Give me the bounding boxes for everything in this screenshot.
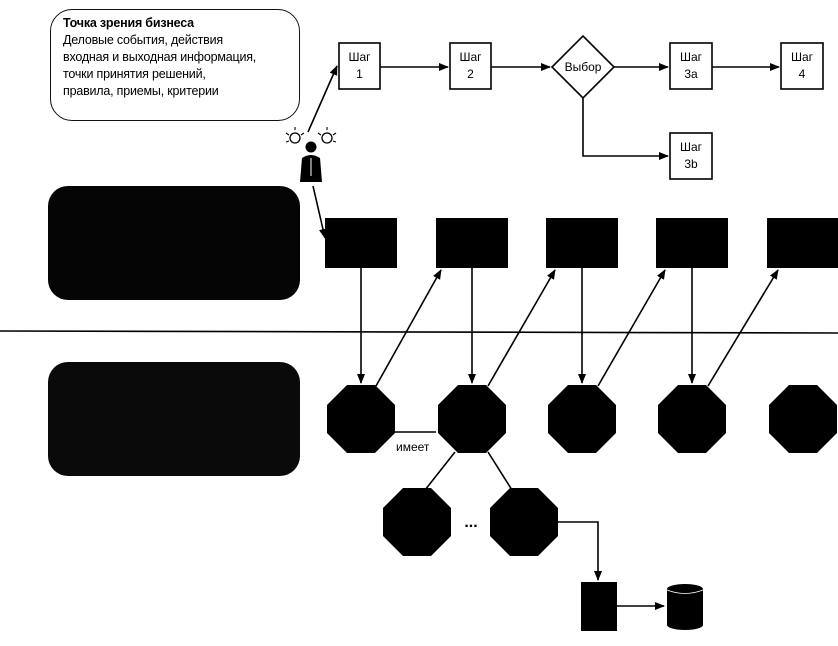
relation-label-bg xyxy=(395,440,431,454)
decision-diamond: Выбор xyxy=(550,34,616,100)
arrow-person-row xyxy=(312,185,327,239)
row-connectors xyxy=(357,268,779,610)
arrow-person-step1 xyxy=(307,65,338,133)
object-box-5 xyxy=(767,218,838,268)
redacted-panel-top xyxy=(48,186,300,300)
decision-label: Выбор xyxy=(565,60,602,74)
storage-box xyxy=(581,582,617,631)
database-cylinder-icon xyxy=(666,584,704,630)
business-view-line-3: точки принятия решений, xyxy=(63,67,206,81)
step-3a-box: Шаг 3a xyxy=(669,42,713,90)
step-4-label: Шаг xyxy=(791,50,814,64)
object-box-4 xyxy=(656,218,728,268)
entity-row xyxy=(327,385,837,556)
entity-octagon-3 xyxy=(548,385,616,453)
step-4-box: Шаг 4 xyxy=(780,42,824,90)
step-3b-label: Шаг xyxy=(680,140,703,154)
step-1-label: Шаг xyxy=(348,50,371,64)
step-3a-label: Шаг xyxy=(680,50,703,64)
object-row xyxy=(325,218,838,268)
step-3b-box: Шаг 3b xyxy=(669,132,713,180)
step-2-label: Шаг xyxy=(459,50,482,64)
entity-octagon-2 xyxy=(438,385,506,453)
person-with-ideas-icon xyxy=(285,127,337,182)
step-4-number: 4 xyxy=(799,67,806,81)
entity-octagon-1 xyxy=(327,385,395,453)
object-box-1 xyxy=(325,218,397,268)
object-box-3 xyxy=(546,218,618,268)
step-2-box: Шаг 2 xyxy=(449,42,492,90)
entity-octagon-child-2 xyxy=(490,488,558,556)
entity-octagon-5 xyxy=(769,385,837,453)
business-view-line-2: входная и выходная информация, xyxy=(63,50,257,64)
step-1-number: 1 xyxy=(356,67,363,81)
relation-label: имеет xyxy=(396,440,430,454)
business-view-title: Точка зрения бизнеса xyxy=(63,16,194,30)
step-3a-number: 3a xyxy=(684,67,698,81)
object-box-2 xyxy=(436,218,508,268)
step-3b-number: 3b xyxy=(684,157,698,171)
entity-octagon-4 xyxy=(658,385,726,453)
redacted-panel-bottom xyxy=(48,362,300,476)
business-view-line-4: правила, приемы, критерии xyxy=(63,84,219,98)
entity-octagon-child-1 xyxy=(383,488,451,556)
layer-divider xyxy=(0,330,838,334)
step-2-number: 2 xyxy=(467,67,474,81)
process-flow-arrows xyxy=(307,63,780,239)
arrow-decision-step3b xyxy=(582,98,669,160)
ellipsis-label: ... xyxy=(464,514,477,531)
step-1-box: Шаг 1 xyxy=(338,42,381,90)
business-view-line-1: Деловые события, действия xyxy=(63,33,223,47)
business-view-callout: Точка зрения бизнеса Деловые события, де… xyxy=(50,9,300,121)
